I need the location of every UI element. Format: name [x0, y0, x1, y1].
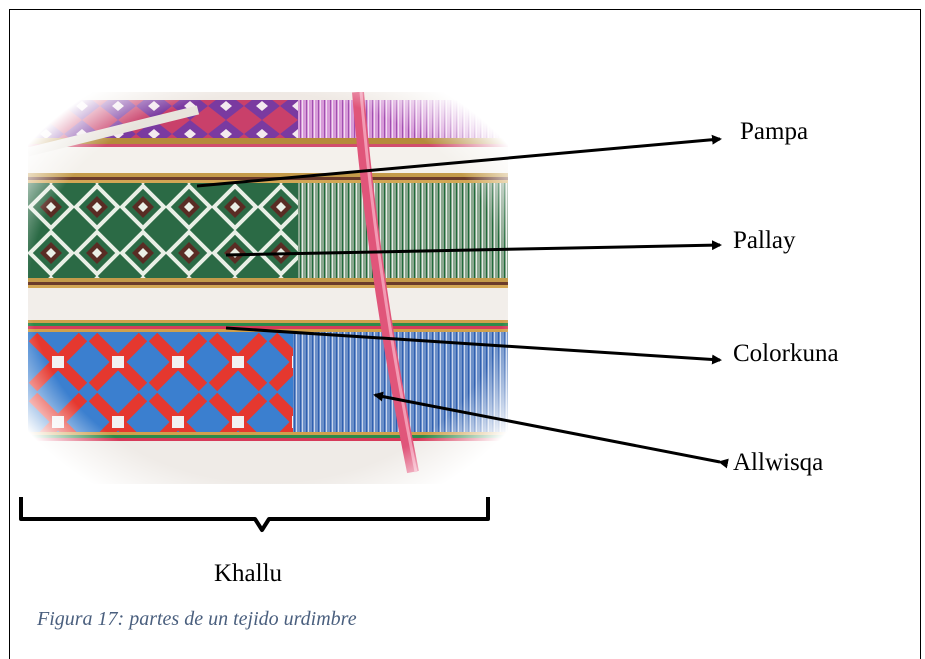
label-pallay: Pallay — [733, 227, 796, 255]
figure-caption: Figura 17: partes de un tejido urdimbre — [37, 608, 357, 631]
khallu-brace — [21, 497, 488, 530]
label-colorkuna: Colorkuna — [733, 340, 839, 368]
label-khallu: Khallu — [214, 560, 282, 588]
pampa-arrow — [197, 139, 720, 186]
colorkuna-arrow — [226, 328, 720, 360]
pallay-arrow — [226, 245, 720, 255]
label-allwisqa: Allwisqa — [733, 449, 823, 477]
allwisqa-arrow — [375, 395, 720, 462]
label-pampa: Pampa — [740, 118, 808, 146]
